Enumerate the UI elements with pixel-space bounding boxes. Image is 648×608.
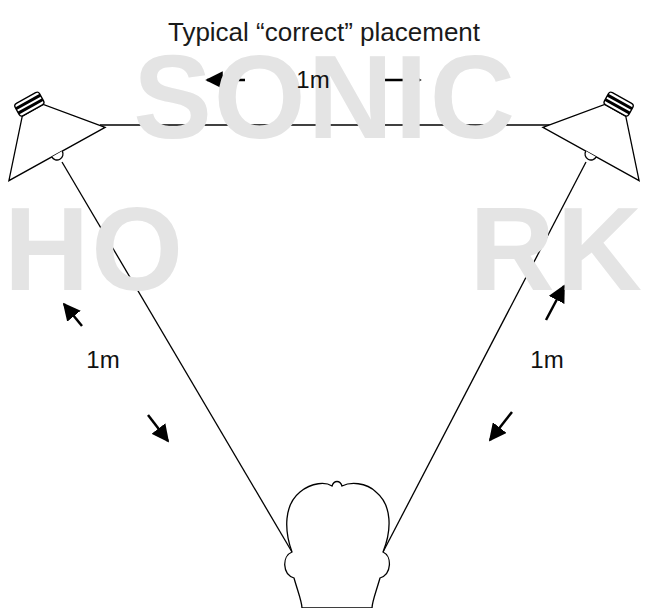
- diagram-title: Typical “correct” placement: [168, 18, 480, 47]
- dimension-label: 1m: [530, 347, 563, 373]
- watermark: HO: [4, 185, 185, 315]
- watermark: RK: [470, 185, 644, 315]
- speaker-symbol: [540, 71, 648, 186]
- dimension-label: 1m: [296, 67, 329, 93]
- listener-head: [285, 482, 390, 608]
- dimension-arrow: [490, 412, 512, 440]
- dimension-label: 1m: [86, 347, 119, 373]
- dimension-arrow: [148, 415, 168, 441]
- watermark: SONIC: [133, 33, 517, 163]
- speaker-symbol: [0, 71, 108, 186]
